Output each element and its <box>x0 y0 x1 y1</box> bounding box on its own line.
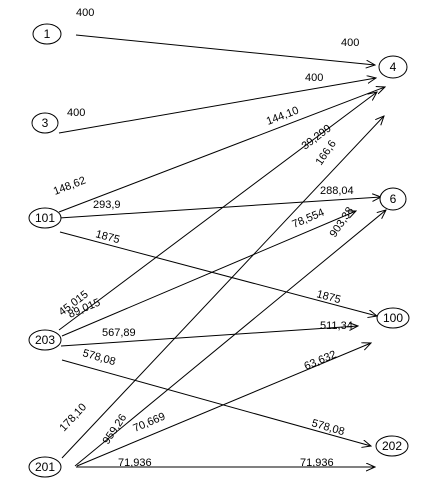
node-202-label: 202 <box>382 439 402 453</box>
edge-label-3-4-start: 400 <box>67 107 85 119</box>
edge-label-201-4-start: 178,10 <box>57 401 89 434</box>
node-3[interactable]: 3 <box>31 112 59 134</box>
edge-label-101-6-end: 288,04 <box>320 185 354 197</box>
edge-101-to-6 <box>58 197 381 219</box>
edge-label-101-6-start: 293,9 <box>93 199 121 211</box>
edge-label-1-4-end: 400 <box>341 37 359 49</box>
node-1[interactable]: 1 <box>32 23 62 45</box>
edge-203-to-4 <box>58 92 377 331</box>
edge-203-to-202 <box>61 359 371 446</box>
edge-101-to-100 <box>59 231 377 316</box>
node-101-label: 101 <box>35 211 55 225</box>
edge-201-to-6 <box>74 210 386 467</box>
edge-101-to-4 <box>58 87 385 213</box>
node-6-label: 6 <box>390 192 397 206</box>
edge-label-101-4-end: 144,10 <box>265 105 301 128</box>
node-201-label: 201 <box>35 460 55 474</box>
edge-203-to-100 <box>60 326 358 347</box>
node-101[interactable]: 101 <box>28 207 62 229</box>
edge-203-to-6 <box>61 211 356 337</box>
edge-label-203-100-start: 567,89 <box>102 327 136 339</box>
node-203[interactable]: 203 <box>28 329 62 351</box>
node-4[interactable]: 4 <box>378 55 408 79</box>
edge-label-3-4-end: 400 <box>305 72 323 84</box>
edge-label-201-100-end: 63,632 <box>302 349 338 373</box>
edge-label-203-202-end: 578,08 <box>310 417 346 438</box>
node-6[interactable]: 6 <box>379 187 407 211</box>
edge-label-201-202-start: 71,936 <box>118 457 152 469</box>
edge-label-101-100-start: 1875 <box>94 228 121 246</box>
edge-label-1-4-start: 400 <box>76 7 94 19</box>
node-203-label: 203 <box>35 333 55 347</box>
edge-label-201-6-start: 959,26 <box>101 412 130 447</box>
edge-1-to-4 <box>75 34 375 65</box>
node-4-label: 4 <box>390 60 397 74</box>
edge-201-to-100 <box>76 343 371 467</box>
node-3-label: 3 <box>42 116 49 130</box>
node-100-label: 100 <box>383 311 403 325</box>
edge-label-101-4-start: 148,62 <box>52 175 88 198</box>
edge-label-201-6-end: 903,38 <box>328 205 357 240</box>
node-100[interactable]: 100 <box>376 307 410 329</box>
edge-label-201-100-start: 70,669 <box>131 411 167 435</box>
edge-label-201-202-end: 71,936 <box>300 457 334 469</box>
edge-3-to-4 <box>58 78 376 134</box>
node-202[interactable]: 202 <box>375 435 409 457</box>
node-1-label: 1 <box>44 27 51 41</box>
edge-label-203-100-end: 511,34 <box>320 320 353 332</box>
edge-label-203-202-start: 578,08 <box>81 347 117 368</box>
edge-201-to-4 <box>61 116 384 459</box>
node-201[interactable]: 201 <box>28 456 62 478</box>
